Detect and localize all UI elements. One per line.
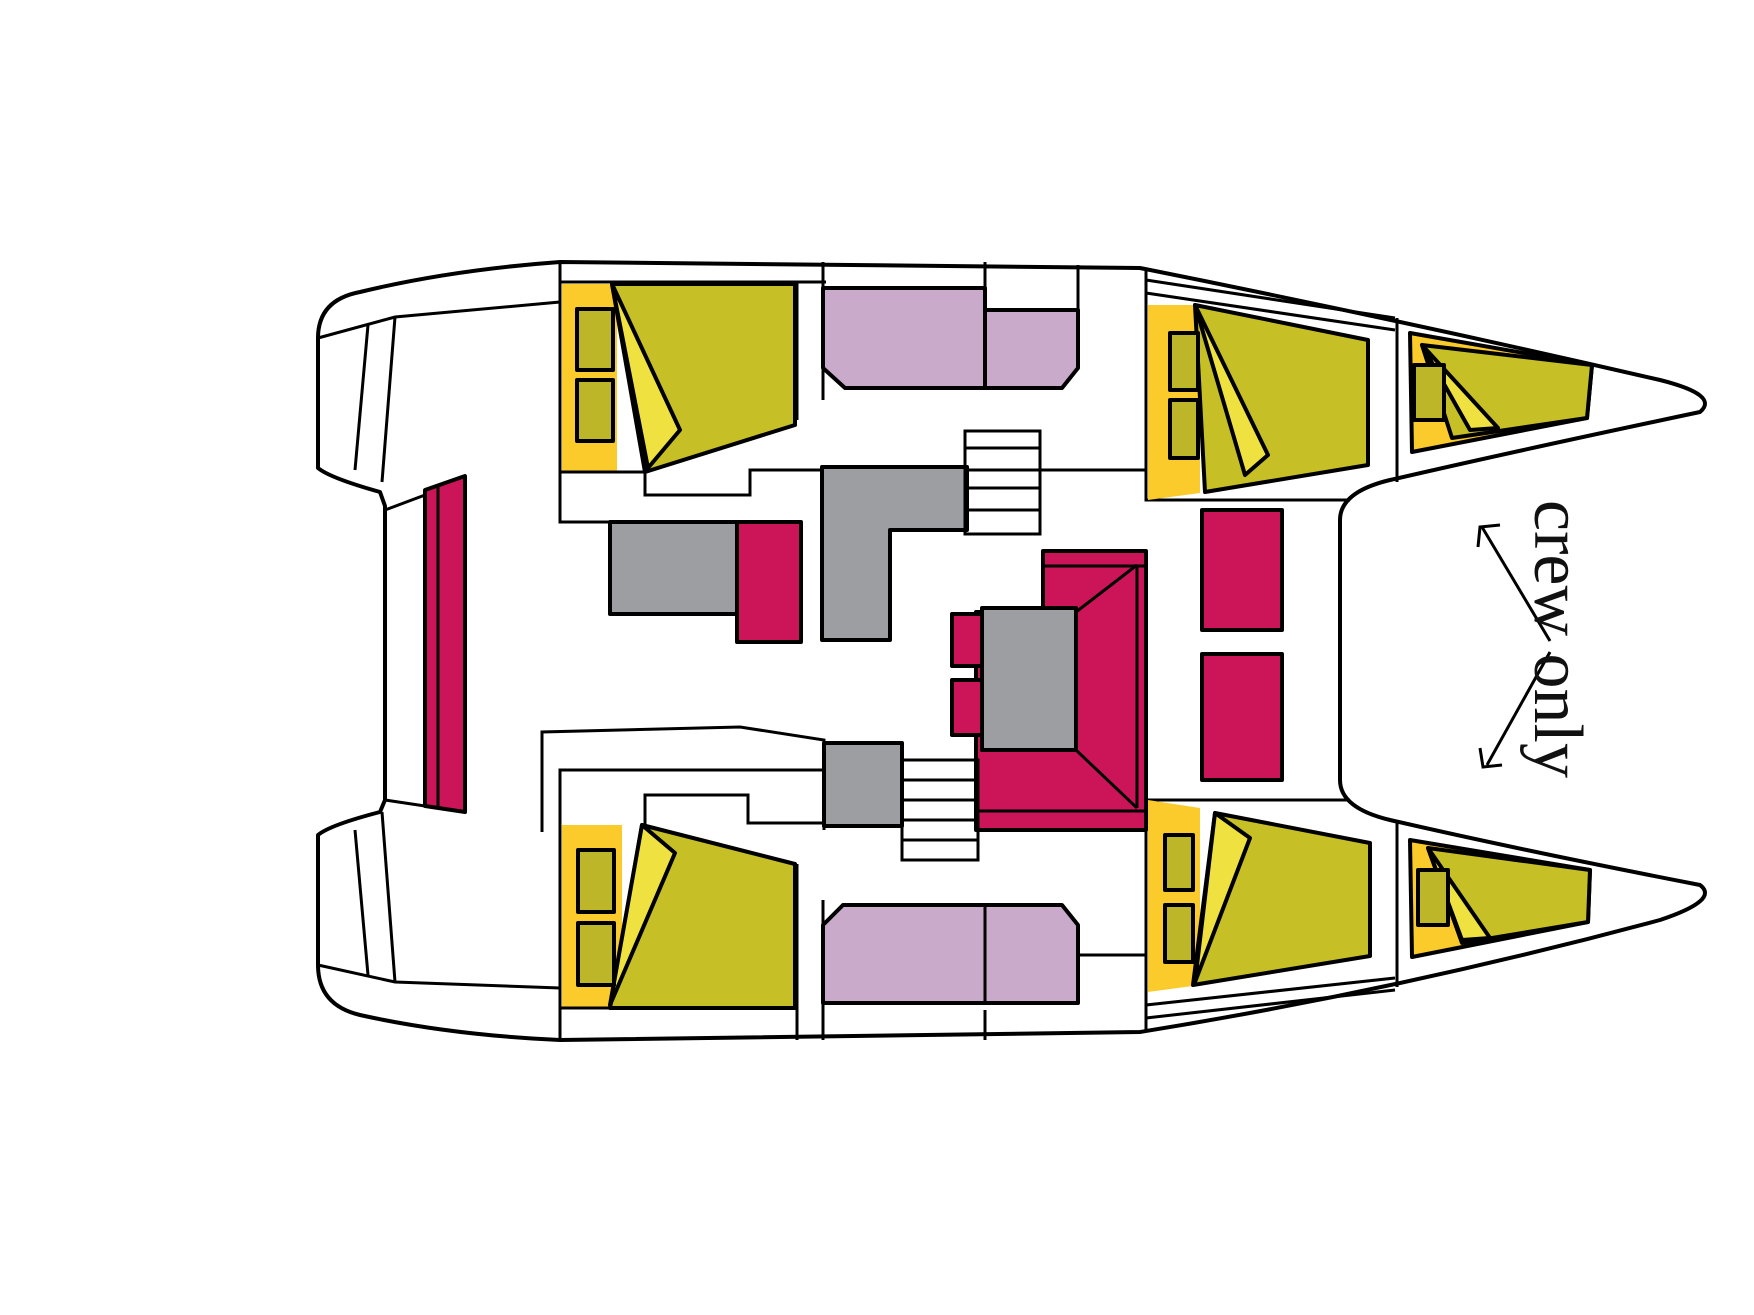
aft-cockpit-bench	[384, 474, 467, 814]
pillow	[576, 848, 616, 914]
port-bow-crew-cabin	[1408, 331, 1594, 454]
pillow	[1163, 833, 1195, 892]
saloon-dinette	[950, 508, 1284, 832]
forward-cushion	[1200, 508, 1284, 632]
sheet-fold	[1193, 303, 1270, 477]
galley-counter	[822, 741, 904, 828]
pillow	[1416, 868, 1450, 927]
pillow	[575, 378, 615, 443]
stool	[950, 612, 984, 668]
aft-port-cabin	[558, 262, 826, 524]
starboard-galley	[540, 725, 980, 862]
arrow-down-icon	[1485, 651, 1552, 766]
starboard-companionway-stairs	[900, 758, 980, 862]
sheet-fold	[608, 823, 677, 1007]
pillow	[1412, 363, 1446, 422]
forward-port-cabin	[1148, 303, 1370, 500]
pillow	[1163, 903, 1195, 964]
starboard-head	[821, 900, 1146, 1040]
aft-starboard-cabin	[558, 823, 799, 1040]
dinette-seat	[735, 520, 803, 644]
pillow	[575, 307, 615, 372]
port-head	[821, 262, 1080, 400]
arrow-up-icon	[1480, 526, 1552, 642]
forward-cushion	[1200, 652, 1284, 782]
hull-outline	[316, 260, 1707, 1042]
crew-only-label: crew only	[1519, 500, 1596, 778]
galley-l-counter	[820, 465, 969, 642]
pillow	[1168, 398, 1200, 460]
forward-starboard-cabin	[1148, 800, 1372, 992]
pillow	[576, 921, 616, 987]
starboard-bow-crew-cabin	[1408, 838, 1592, 959]
sheet-fold	[610, 282, 682, 470]
galley-counter	[608, 520, 740, 616]
pillow	[1168, 331, 1200, 392]
sheet-fold	[1193, 811, 1252, 984]
saloon-galley	[608, 429, 1146, 644]
port-companionway-stairs	[963, 429, 1146, 536]
crew-only-arrows	[1476, 523, 1552, 769]
saloon-table	[980, 606, 1078, 752]
stool	[950, 678, 984, 737]
